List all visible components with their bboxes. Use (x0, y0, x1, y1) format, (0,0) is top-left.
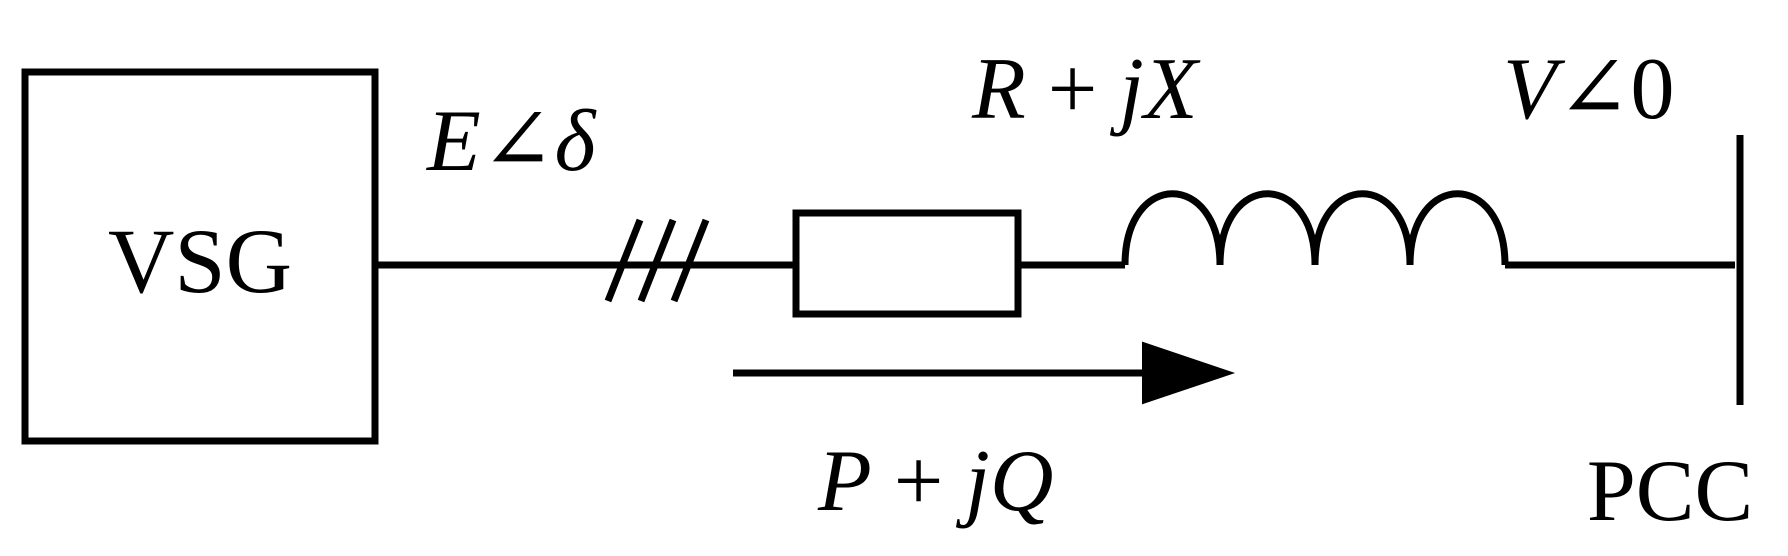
bus-voltage-label: V∠0 (1503, 41, 1675, 138)
bus-voltage-angle-symbol: ∠ (1557, 41, 1631, 138)
power-active: P (817, 433, 872, 530)
vsg-block (21, 68, 379, 445)
arrow-head (1142, 341, 1236, 405)
inductor (1121, 190, 1509, 266)
impedance-label: R+jX (971, 41, 1201, 138)
vsg-label: VSG (108, 210, 292, 312)
phase-tick-2 (637, 218, 677, 303)
three-phase-marks (604, 218, 710, 303)
power-operator: + (894, 433, 944, 530)
source-voltage-angle: δ (555, 93, 598, 190)
pcc-label: PCC (1587, 443, 1753, 540)
impedance-imag-unit: j (1109, 41, 1143, 138)
power-reactive: Q (990, 433, 1054, 530)
impedance-operator: + (1048, 41, 1098, 138)
power-imag-unit: j (955, 433, 989, 530)
source-voltage-label: E∠δ (425, 93, 598, 190)
phase-tick-3 (670, 218, 710, 303)
power-flow-arrow (733, 341, 1236, 405)
source-voltage-angle-symbol: ∠ (481, 93, 555, 190)
source-voltage-magnitude: E (425, 93, 481, 190)
impedance-resistance: R (971, 41, 1026, 138)
bus-voltage-magnitude: V (1503, 41, 1566, 138)
impedance-reactance: X (1141, 41, 1201, 138)
phase-tick-1 (604, 218, 644, 303)
power-flow-label: P+jQ (817, 433, 1053, 530)
bus-voltage-angle: 0 (1631, 41, 1675, 138)
resistor (792, 209, 1022, 318)
